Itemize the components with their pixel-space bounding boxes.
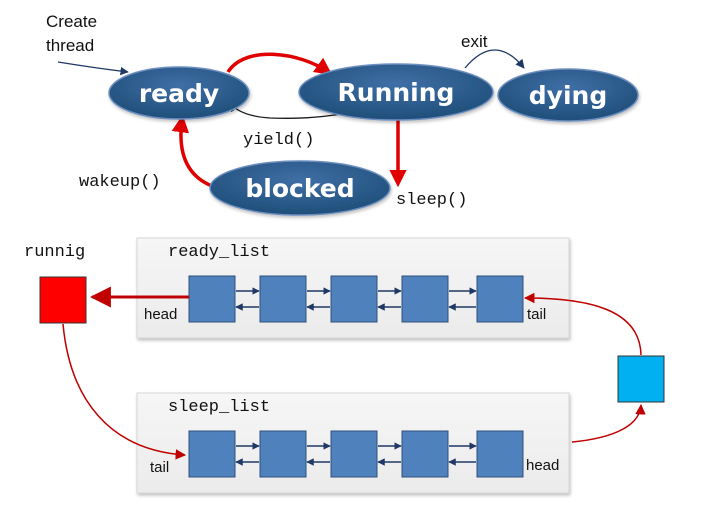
ready-list-node <box>259 275 307 323</box>
sleep-list-label: sleep_list <box>168 398 270 417</box>
running-thread-box <box>39 276 87 324</box>
state-blocked-label: blocked <box>245 174 354 203</box>
exit-arrow <box>464 49 525 69</box>
state-blocked <box>209 160 391 216</box>
state-dying-label: dying <box>529 81 607 110</box>
state-ready-label: ready <box>139 79 219 108</box>
sleep-list-tail-label: tail <box>150 459 169 476</box>
state-running <box>298 63 494 121</box>
ready-list-tail-label: tail <box>527 306 546 323</box>
schedule-arrow <box>226 52 333 76</box>
sleep-list-node <box>259 430 307 478</box>
sleep-label: sleep() <box>396 191 467 210</box>
create-thread-label-line1: Create <box>46 12 97 31</box>
sleep-enqueue-arrow <box>62 323 187 460</box>
state-running-label: Running <box>338 78 455 107</box>
ready-enqueue-arrow <box>523 292 642 356</box>
create-thread-arrow <box>57 61 129 76</box>
create-thread-label-line2: thread <box>46 36 94 55</box>
state-ready <box>108 66 250 120</box>
sleep-list-nodes <box>188 430 524 478</box>
yield-label: yield() <box>243 131 314 150</box>
exit-label: exit <box>461 32 488 51</box>
sleep-list-node <box>401 430 449 478</box>
ready-list-label: ready_list <box>168 243 270 262</box>
state-dying <box>497 68 639 122</box>
sleep-list-node <box>476 430 524 478</box>
running-label: runnig <box>24 243 85 262</box>
sleep-list-node <box>330 430 378 478</box>
ready-list-node <box>188 275 236 323</box>
waking-thread-box <box>617 355 665 403</box>
ready-list-node <box>401 275 449 323</box>
ready-list-nodes <box>188 275 524 323</box>
ready-list-head-label: head <box>144 306 177 323</box>
sleep-list-node <box>188 430 236 478</box>
wakeup-label: wakeup() <box>79 173 161 192</box>
ready-list-node <box>330 275 378 323</box>
sleep-list-head-label: head <box>526 457 559 474</box>
wakeup-arrow <box>171 114 213 188</box>
ready-list-node <box>476 275 524 323</box>
wake-dequeue-arrow <box>571 403 646 443</box>
